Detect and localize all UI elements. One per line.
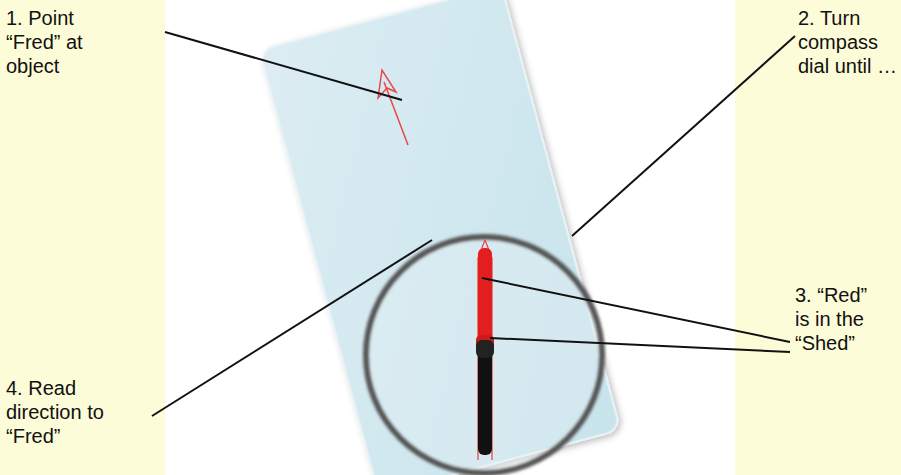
callout-label: 1. Point “Fred” at object — [6, 6, 124, 78]
leader-lines — [152, 32, 795, 416]
compass-dial — [366, 237, 602, 473]
baseplate — [260, 0, 621, 475]
fred-arrow — [378, 70, 408, 145]
callout-label: 2. Turn compass dial until … — [798, 6, 898, 78]
callout-label: 4. Read direction to “Fred” — [6, 376, 130, 448]
callout-label: 3. “Red” is in the “Shed” — [795, 283, 879, 355]
